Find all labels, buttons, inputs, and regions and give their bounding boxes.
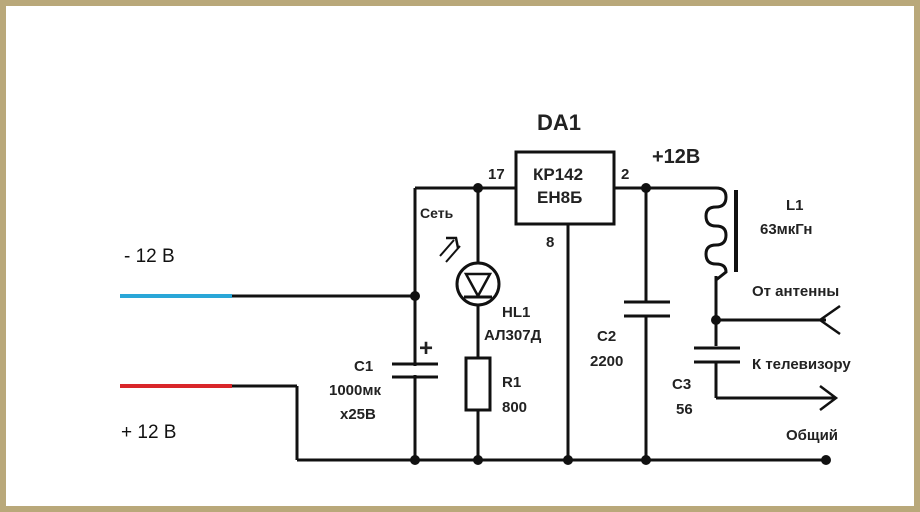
r1-name-label: R1 <box>502 374 521 391</box>
ic-line2-label: ЕН8Б <box>537 188 582 207</box>
l1-value-label: 63мкГн <box>760 221 812 238</box>
junction-dot <box>641 455 651 465</box>
ground-terminal-dot <box>821 455 831 465</box>
c1-name-label: C1 <box>354 358 373 375</box>
ic-name-label: DA1 <box>537 110 581 135</box>
ic-pin-in-label: 17 <box>488 166 505 183</box>
antenna-input-arrow <box>817 304 841 336</box>
tv-output-arrow <box>819 385 839 411</box>
output-voltage-label: +12В <box>652 146 700 168</box>
to-tv-label: К телевизору <box>752 356 851 373</box>
common-label: Общий <box>786 427 838 444</box>
negative-supply-label: - 12 В <box>124 246 175 267</box>
ic-pin-gnd-label: 8 <box>546 234 554 251</box>
c2-value-label: 2200 <box>590 353 623 370</box>
hl1-name-label: HL1 <box>502 304 530 321</box>
r1-body <box>464 356 492 412</box>
hl1-value-label: АЛ307Д <box>484 327 542 344</box>
led-hl1-triangle <box>463 272 493 299</box>
l1-name-label: L1 <box>786 197 804 214</box>
led-arrow-1 <box>439 239 455 257</box>
junction-dot <box>410 291 420 301</box>
ic-line1-label: КР142 <box>533 165 583 184</box>
ic-pin-out-label: 2 <box>621 166 629 183</box>
positive-supply-label: + 12 В <box>121 422 176 443</box>
l1-coil <box>704 186 728 282</box>
led-arrow-2 <box>445 245 461 263</box>
junction-dot <box>563 455 573 465</box>
c3-value-label: 56 <box>676 401 693 418</box>
c1-value-label: 1000мк <box>329 382 381 399</box>
c1-value-label: x25B <box>340 406 376 423</box>
r1-value-label: 800 <box>502 399 527 416</box>
from-antenna-label: От антенны <box>752 283 839 300</box>
c2-name-label: C2 <box>597 328 616 345</box>
junction-dot <box>473 455 483 465</box>
ic-da1-body <box>514 150 616 226</box>
led-tag-label: Сеть <box>420 205 454 221</box>
c3-name-label: C3 <box>672 376 691 393</box>
led-arrow-head <box>446 236 460 249</box>
c1-polarity-mark: + <box>419 335 433 362</box>
junction-dot <box>410 455 420 465</box>
